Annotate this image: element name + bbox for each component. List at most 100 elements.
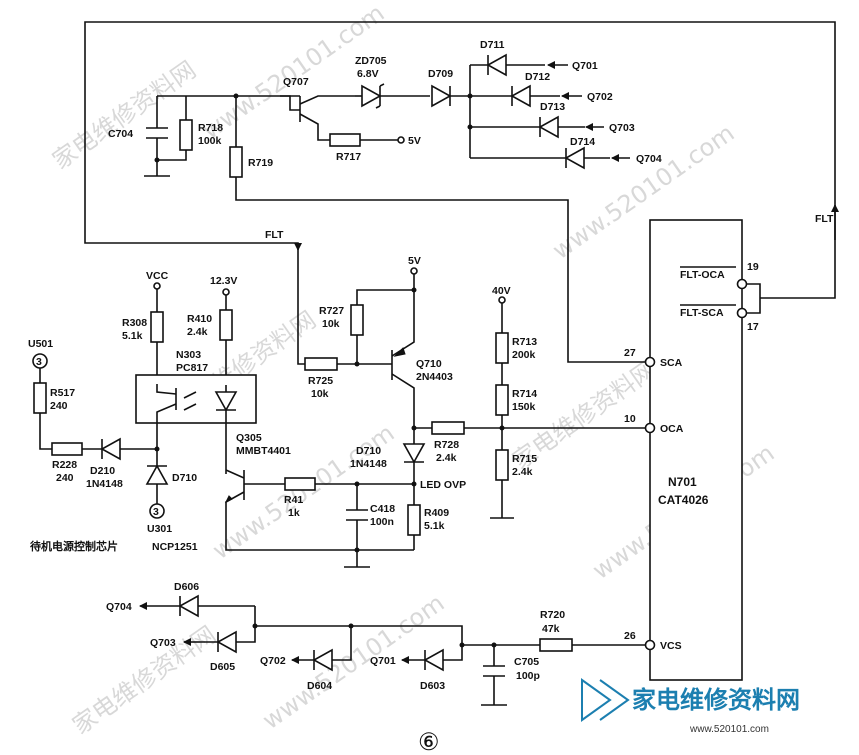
logo-text: 家电维修资料网 xyxy=(632,686,800,714)
net-5v-mid: 5V xyxy=(408,255,421,267)
label-d713: D713 xyxy=(540,101,565,113)
label-q704-bot: Q704 xyxy=(106,601,132,613)
label-r517: R517 xyxy=(50,387,75,399)
resistor-r41 xyxy=(284,477,316,491)
label-r410: R410 xyxy=(187,313,212,325)
resistor-r228 xyxy=(51,442,83,456)
label-q703-bot: Q703 xyxy=(150,637,176,649)
label-r728: R728 xyxy=(434,439,459,451)
value-d210: 1N4148 xyxy=(86,478,123,490)
label-q701-bot: Q701 xyxy=(370,655,396,667)
resistor-r717 xyxy=(329,133,361,147)
label-r715: R715 xyxy=(512,453,537,465)
pin-sca-label: SCA xyxy=(660,357,683,369)
page-number: ⑥ xyxy=(418,728,440,755)
pin-26-number: 26 xyxy=(624,630,636,642)
value-r715: 2.4k xyxy=(512,466,533,478)
ic-ref: N701 xyxy=(668,475,697,489)
value-r308: 5.1k xyxy=(122,330,143,342)
net-40v: 40V xyxy=(492,285,511,297)
resistor-r410 xyxy=(219,309,233,341)
label-r714: R714 xyxy=(512,388,537,400)
resistor-r719 xyxy=(229,146,243,178)
zener-zd705: ZD705 6.8V xyxy=(355,55,430,109)
diode-d711: D711 xyxy=(470,39,545,77)
diode-d709: D709 xyxy=(428,68,470,108)
site-logo: 家电维修资料网 www.520101.com xyxy=(581,678,800,735)
value-c705: 100p xyxy=(516,670,540,682)
pin-oca-label: OCA xyxy=(660,423,684,435)
label-d711: D711 xyxy=(480,39,505,51)
value-r517: 240 xyxy=(50,400,68,412)
middle-section: 5V R727 10k R725 10k Q710 2N4403 D710 1N… xyxy=(304,255,645,519)
label-q707: Q707 xyxy=(283,76,309,88)
resistor-r517 xyxy=(33,382,47,414)
value-r228: 240 xyxy=(56,472,74,484)
value-d710b: 1N4148 xyxy=(350,458,387,470)
label-r719: R719 xyxy=(248,157,273,169)
label-d605: D605 xyxy=(210,661,235,673)
label-r718: R718 xyxy=(198,122,223,134)
label-c705: C705 xyxy=(514,656,539,668)
label-d603: D603 xyxy=(420,680,445,692)
net-led-ovp: LED OVP xyxy=(420,479,466,491)
label-d714: D714 xyxy=(570,136,595,148)
label-r713: R713 xyxy=(512,336,537,348)
label-q702-bot: Q702 xyxy=(260,655,286,667)
resistor-r715 xyxy=(495,449,509,481)
value-c418: 100n xyxy=(370,516,394,528)
left-section: 3 U501 R517 240 R228 240 D210 1N4148 D71… xyxy=(28,270,466,568)
label-r308: R308 xyxy=(122,317,147,329)
watermark-text: 家电维修资料网 xyxy=(47,56,201,175)
diode-d710a: D710 xyxy=(145,449,197,504)
pin-17 xyxy=(736,307,748,319)
transistor-q710: Q710 2N4403 xyxy=(391,290,453,428)
pin-27-number: 27 xyxy=(624,347,636,359)
label-r409: R409 xyxy=(424,507,449,519)
resistor-r714 xyxy=(495,384,509,416)
label-q704-top: Q704 xyxy=(636,153,662,165)
flt-loop: FLT FLT xyxy=(84,21,839,365)
optocoupler-n303: N303 PC817 xyxy=(135,349,257,474)
label-c418: C418 xyxy=(370,503,395,515)
net-5v-top: 5V xyxy=(408,135,421,147)
label-d606: D606 xyxy=(174,581,199,593)
label-r720: R720 xyxy=(540,609,565,621)
diode-d606: D606 xyxy=(160,581,255,618)
resistor-r725 xyxy=(304,357,338,371)
top-section: C704 R718 100k R719 Q707 R717 5V ZD705 xyxy=(108,39,662,178)
label-q701-top: Q701 xyxy=(572,60,598,72)
ic-part: CAT4026 xyxy=(658,493,709,507)
value-r727: 10k xyxy=(322,318,340,330)
pin-26 xyxy=(644,639,656,651)
ic-n701: N701 CAT4026 27 10 26 19 17 SCA OCA VCS … xyxy=(624,219,759,681)
value-r718: 100k xyxy=(198,135,222,147)
u301-description: 待机电源控制芯片 xyxy=(29,539,118,553)
label-d604: D604 xyxy=(307,680,332,692)
resistor-r720 xyxy=(539,638,573,652)
diode-d714: D714 xyxy=(470,136,610,170)
label-q305: Q305 xyxy=(236,432,262,444)
u501-pin: 3 xyxy=(36,356,42,368)
logo-url: www.520101.com xyxy=(689,724,769,735)
value-r41: 1k xyxy=(288,507,300,519)
label-q702-top: Q702 xyxy=(587,91,613,103)
label-d710b: D710 xyxy=(356,445,381,457)
label-u501: U501 xyxy=(28,338,53,350)
diode-d712: D712 xyxy=(470,71,560,108)
value-r728: 2.4k xyxy=(436,452,457,464)
net-flt-left: FLT xyxy=(265,229,284,241)
value-r713: 200k xyxy=(512,349,536,361)
diode-d713: D713 xyxy=(470,101,585,139)
value-u301: NCP1251 xyxy=(152,541,198,553)
bottom-section: D606 Q704 D605 Q703 D604 Q702 xyxy=(106,581,645,706)
resistor-r727 xyxy=(350,304,364,336)
label-c704: C704 xyxy=(108,128,133,140)
label-r717: R717 xyxy=(336,151,361,163)
resistor-r718 xyxy=(179,119,193,151)
pin-flt-oca-label: FLT-OCA xyxy=(680,269,725,281)
pin-10-number: 10 xyxy=(624,413,636,425)
resistor-r308 xyxy=(150,311,164,343)
resistor-r409 xyxy=(407,504,421,536)
